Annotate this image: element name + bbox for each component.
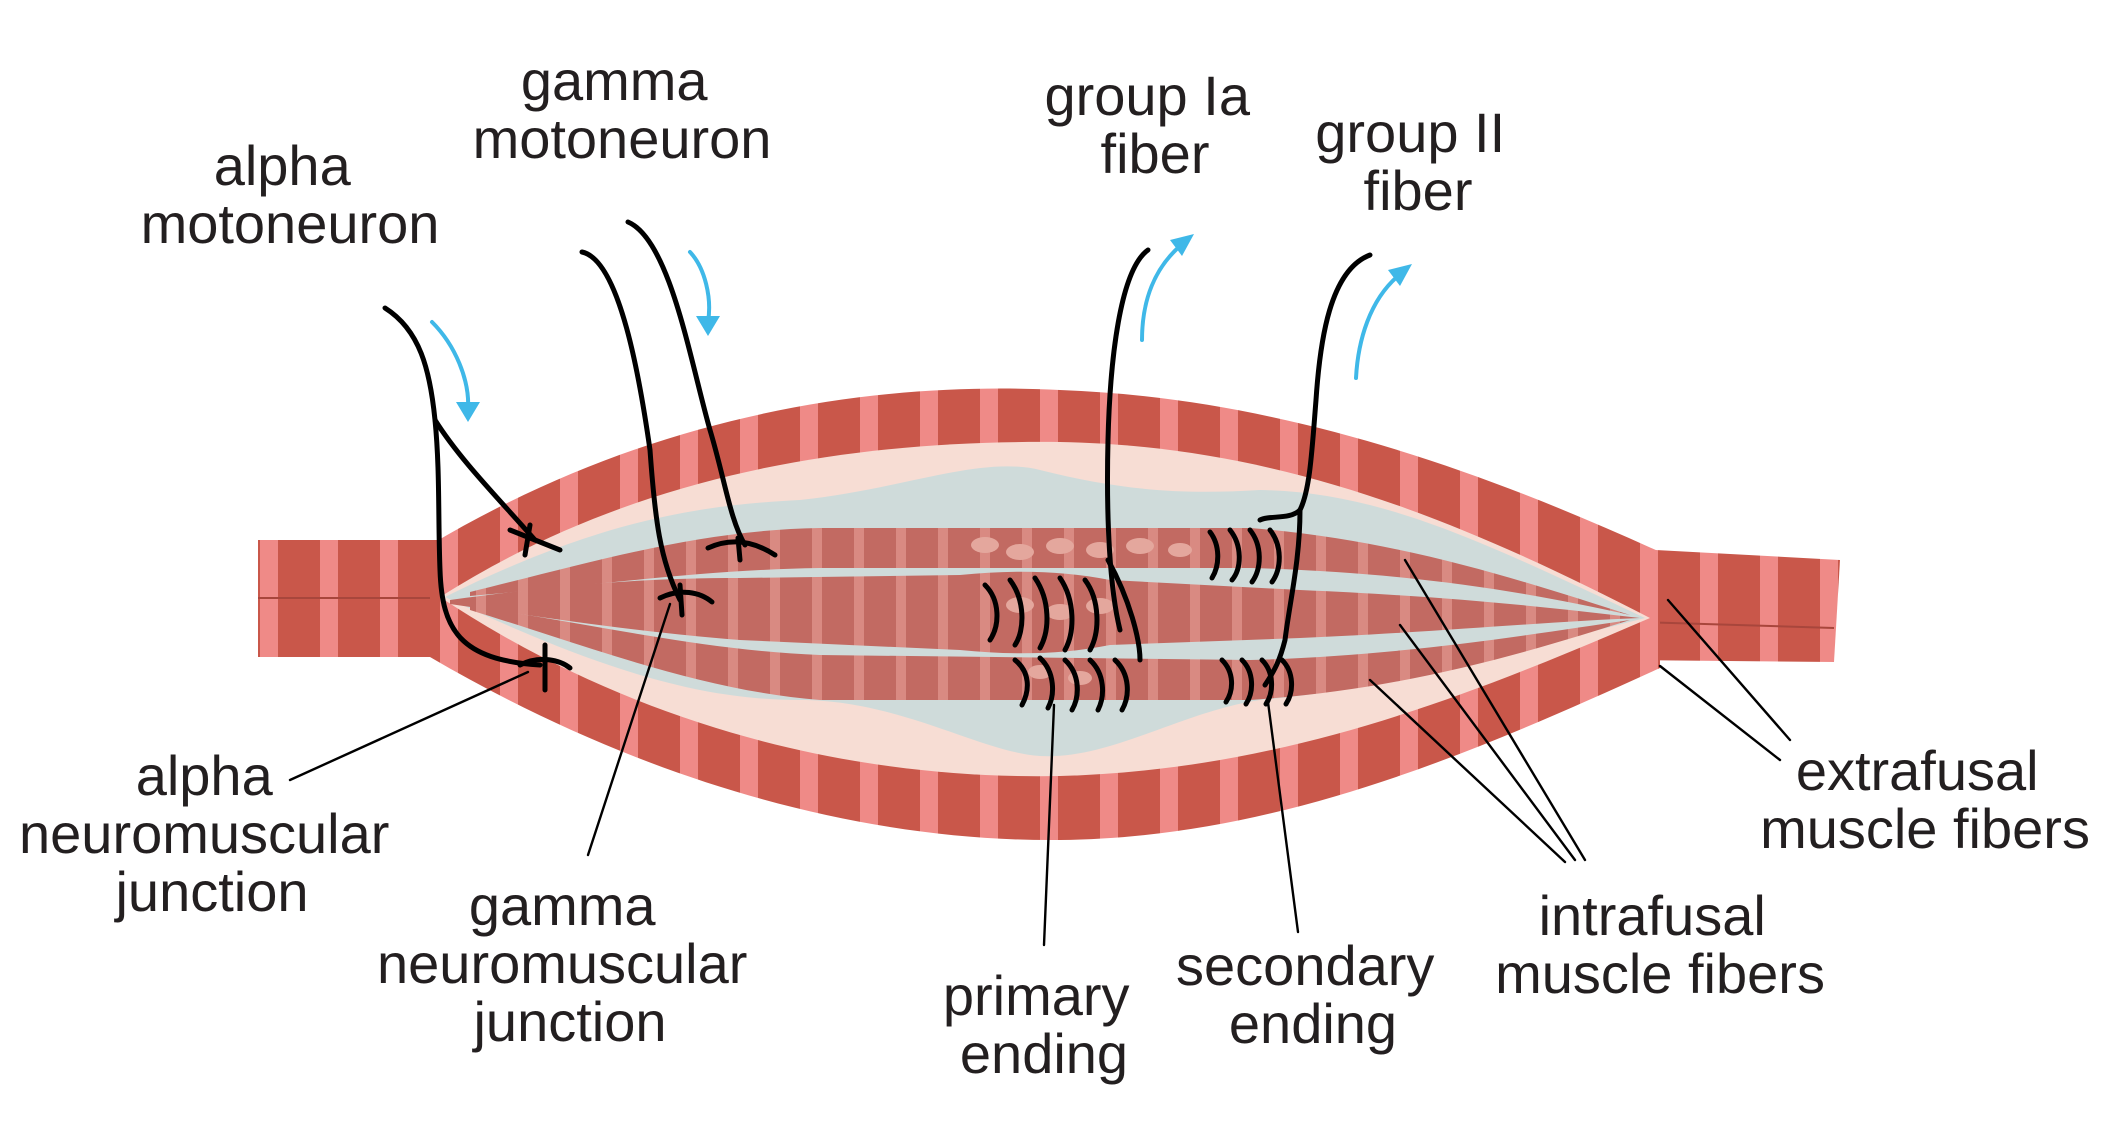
labels: alpha motoneuron gamma motoneuron group … [19, 49, 2090, 1085]
arrow-icon [688, 250, 720, 336]
gamma-motoneuron-nerve [579, 219, 778, 618]
label-secondary-ending: secondary ending [1176, 934, 1450, 1055]
label-intrafusal-fibers: intrafusal muscle fibers [1495, 884, 1825, 1005]
leader-extrafusal-1 [1666, 598, 1792, 742]
leader-gamma-nmj [586, 602, 672, 857]
right-tendon [1620, 548, 1840, 662]
intrafusal-fiber-top [470, 528, 1630, 615]
leader-secondary [1266, 700, 1300, 934]
leader-lines [288, 558, 1792, 947]
leader-extrafusal-2 [1658, 664, 1782, 762]
leader-intrafusal-3 [1368, 678, 1567, 864]
label-alpha-nmj: alpha neuromuscular junction [19, 744, 405, 923]
alpha-motoneuron-nerve [382, 305, 573, 693]
label-gamma-motoneuron: gamma motoneuron [473, 49, 772, 170]
arrow-icon [430, 320, 480, 422]
label-group-ii-fiber: group II fiber [1315, 101, 1520, 222]
intrafusal-fiber-bottom [470, 606, 1630, 700]
leader-intrafusal-2 [1398, 623, 1577, 862]
group-ia-fiber-nerve [982, 247, 1151, 713]
signal-arrows [430, 234, 1412, 422]
leader-intrafusal-1 [1403, 558, 1587, 862]
label-alpha-motoneuron: alpha motoneuron [141, 134, 440, 255]
arrow-icon [1140, 234, 1194, 342]
label-primary-ending: primary ending [943, 964, 1145, 1085]
leader-primary [1042, 703, 1056, 947]
label-group-ia-fiber: group Ia fiber [1044, 64, 1265, 185]
arrow-icon [1354, 264, 1412, 380]
group-ii-fiber-nerve [1207, 252, 1373, 707]
label-extrafusal-fibers: extrafusal muscle fibers [1760, 739, 2090, 860]
label-gamma-nmj: gamma neuromuscular junction [377, 874, 763, 1053]
leader-alpha-nmj [288, 670, 530, 782]
